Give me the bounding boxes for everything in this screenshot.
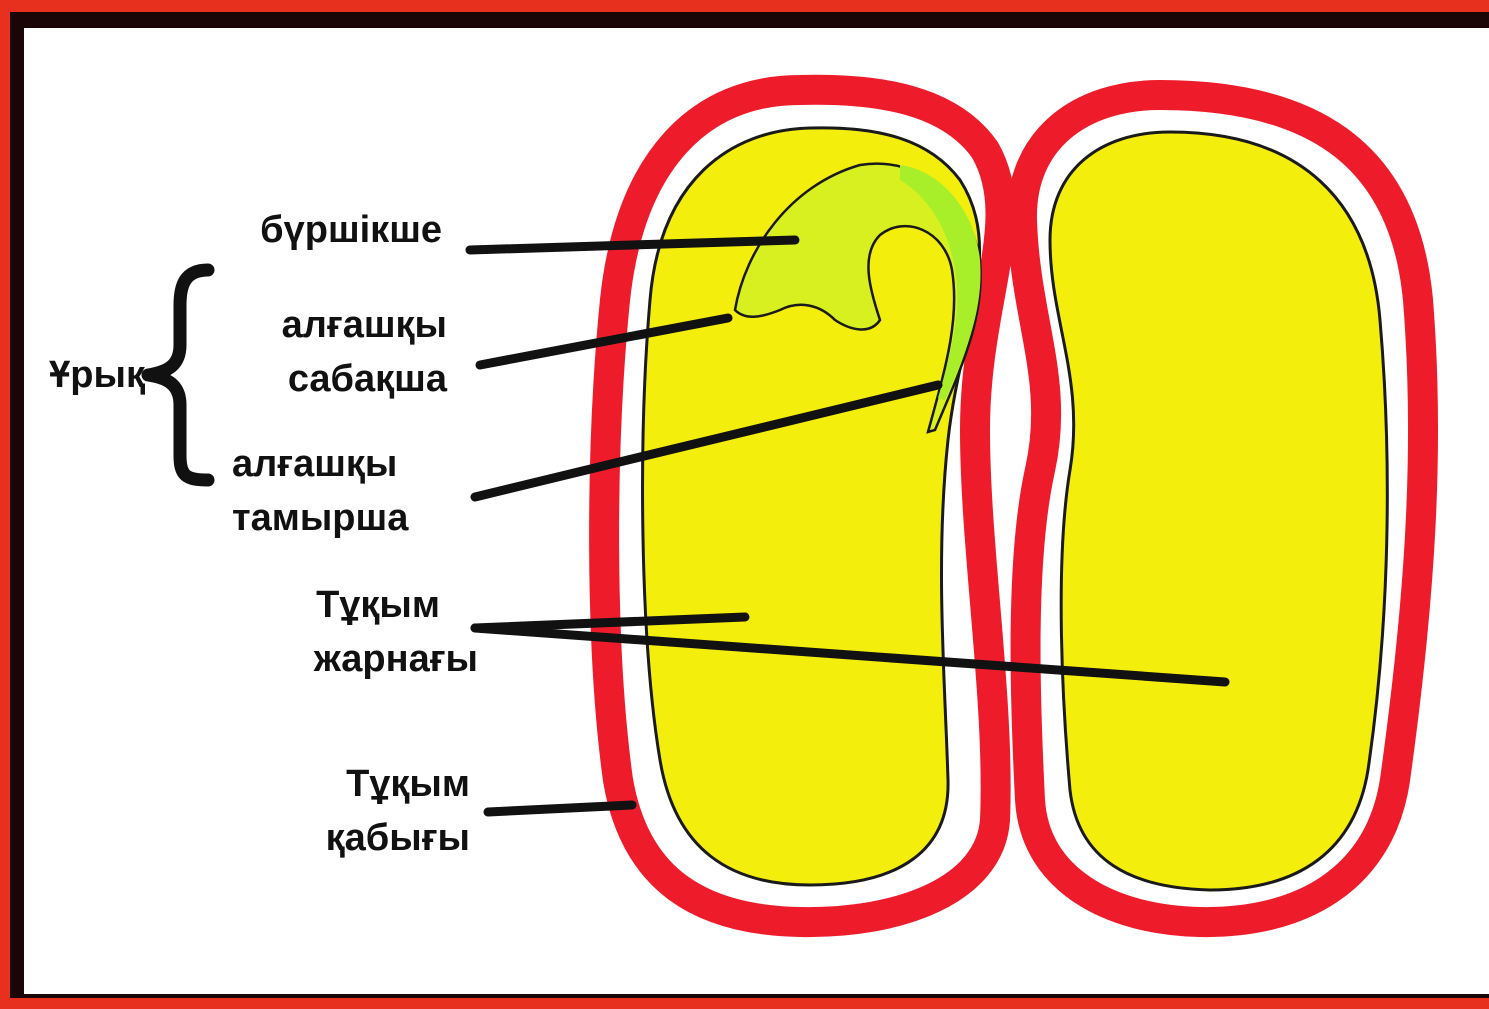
label-radicle-line2: тамырша [232, 491, 408, 545]
label-cotyledon: Тұқым жарнағы [250, 578, 478, 686]
label-hypocotyl-line1: алғашқы [220, 298, 447, 352]
label-plumule: бүршікше [200, 203, 442, 257]
label-hypocotyl: алғашқы сабақша [220, 298, 447, 406]
label-embryo-text: Ұрық [0, 348, 145, 402]
label-cotyledon-line1: Тұқым [250, 578, 478, 632]
label-plumule-text: бүршікше [200, 203, 442, 257]
label-seed-coat-line2: қабығы [280, 811, 470, 865]
label-embryo: Ұрық [0, 348, 145, 402]
label-hypocotyl-line2: сабақша [220, 352, 447, 406]
label-radicle: алғашқы тамырша [232, 437, 408, 545]
label-cotyledon-line2: жарнағы [250, 632, 478, 686]
cotyledon-right [1050, 132, 1387, 890]
label-seed-coat-line1: Тұқым [280, 757, 470, 811]
label-radicle-line1: алғашқы [232, 437, 408, 491]
label-seed-coat: Тұқым қабығы [280, 757, 470, 865]
